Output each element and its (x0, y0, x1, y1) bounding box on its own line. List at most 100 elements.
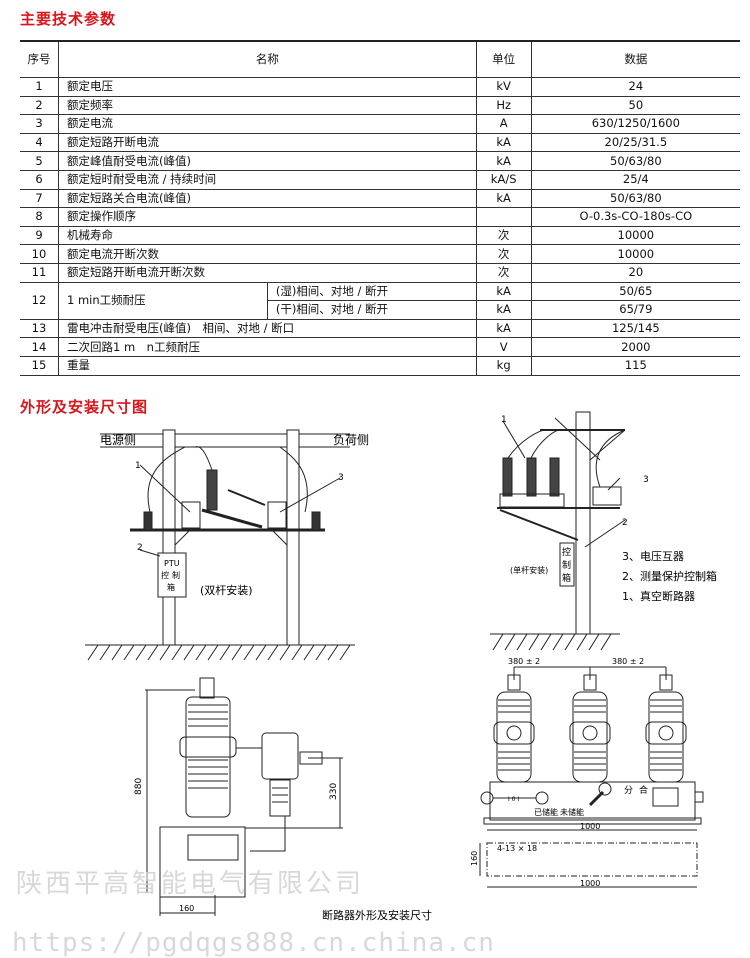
row-value: O-0.3s-CO-180s-CO (531, 207, 740, 227)
watermark-url: https://pgdqgs888.cn.china.cn (12, 928, 495, 958)
row-no: 11 (20, 263, 59, 283)
row-no: 6 (20, 170, 59, 190)
row-unit: kA/S (476, 170, 532, 190)
table-row: (干)相间、对地 / 断开 kA 65/79 (20, 300, 740, 320)
dim-160-label: 160 (179, 904, 194, 913)
watermark-company: 陕西平高智能电气有限公司 (16, 869, 365, 899)
stored-label: 已储能 (534, 807, 558, 817)
row-unit: kA (476, 189, 532, 209)
row-value: 50/63/80 (531, 151, 740, 171)
spacing-label: 380 ± 2 (612, 657, 644, 666)
row-name: 机械寿命 (58, 226, 477, 246)
legend-item: 1、真空断路器 (622, 589, 695, 603)
control-box-label: 控 (562, 546, 571, 558)
row-name: 额定电压 (58, 77, 477, 97)
dim-depth-label: 160 (470, 851, 479, 866)
row-name: 1 min工频耐压 (58, 282, 268, 320)
row-name: 额定操作顺序 (58, 207, 477, 227)
row-value: 25/4 (531, 170, 740, 190)
callout-1: 1 (501, 415, 507, 425)
row-sub-label: (湿)相间、对地 / 断开 (266, 282, 477, 302)
row-unit: 次 (476, 244, 532, 264)
row-unit: kA (476, 151, 532, 171)
row-unit: Hz (476, 96, 532, 116)
row-name: 额定短路关合电流(峰值) (58, 189, 477, 209)
row-name: 额定频率 (58, 96, 477, 116)
row-no: 1 (20, 77, 59, 97)
row-unit (476, 207, 532, 227)
position-indicator: I 0 I (508, 796, 519, 803)
row-no: 4 (20, 133, 59, 153)
col-header-unit: 单位 (476, 40, 532, 78)
row-value: 10000 (531, 244, 740, 264)
row-unit: A (476, 114, 532, 134)
callout-2: 2 (622, 518, 628, 528)
row-name: 额定短路开断电流开断次数 (58, 263, 477, 283)
row-value: 50/65 (531, 282, 740, 302)
legend-item: 2、测量保护控制箱 (622, 569, 717, 583)
row-no: 2 (20, 96, 59, 116)
row-unit: kA (476, 300, 532, 320)
drawing-caption: 断路器外形及安装尺寸 (322, 908, 432, 922)
single-pole-caption: (单杆安装) (510, 565, 548, 575)
front-view-drawing (479, 666, 704, 888)
row-name: 额定峰值耐受电流(峰值) (58, 151, 477, 171)
side-view-drawing (145, 677, 343, 916)
callout-3: 3 (338, 473, 344, 483)
row-value: 2000 (531, 337, 740, 357)
col-header-no: 序号 (20, 40, 59, 78)
control-box-label: 制 (562, 559, 571, 571)
row-unit: 次 (476, 263, 532, 283)
row-value: 65/79 (531, 300, 740, 320)
row-no: 9 (20, 226, 59, 246)
callout-3: 3 (643, 475, 649, 485)
row-value: 24 (531, 77, 740, 97)
row-no: 5 (20, 151, 59, 171)
callout-2: 2 (137, 543, 143, 553)
double-pole-drawing (85, 429, 355, 661)
dim-width-label: 1000 (580, 879, 600, 888)
source-side-label: 电源侧 (100, 433, 136, 447)
double-pole-caption: (双杆安装) (200, 583, 253, 597)
ptu-box-label: 箱 (167, 582, 175, 592)
row-no: 3 (20, 114, 59, 134)
row-name: 二次回路1 m n工频耐压 (58, 337, 477, 357)
row-name: 额定短路开断电流 (58, 133, 477, 153)
row-no: 15 (20, 356, 59, 376)
row-value: 10000 (531, 226, 740, 246)
row-value: 630/1250/1600 (531, 114, 740, 134)
row-name: 雷电冲击耐受电压(峰值) 相间、对地 / 断口 (58, 319, 477, 339)
callout-1: 1 (135, 461, 141, 471)
ptu-box-label: 制 (172, 570, 180, 580)
dim-width-label: 1000 (580, 822, 600, 831)
row-value: 115 (531, 356, 740, 376)
drawings-section-title: 外形及安装尺寸图 (20, 398, 149, 416)
row-name: 额定电流 (58, 114, 477, 134)
row-unit: kA (476, 133, 532, 153)
row-value: 50/63/80 (531, 189, 740, 209)
row-value: 20/25/31.5 (531, 133, 740, 153)
row-no: 12 (20, 282, 59, 320)
unstored-label: 未储能 (560, 807, 584, 817)
dim-height-label: 880 (134, 778, 144, 795)
row-name: 重量 (58, 356, 477, 376)
ptu-box-label: 控 (161, 570, 169, 580)
ptu-box-label: PTU (164, 559, 180, 568)
row-unit: kg (476, 356, 532, 376)
close-label: 合 (639, 784, 648, 796)
row-value: 50 (531, 96, 740, 116)
mounting-holes-label: 4-13 × 18 (497, 844, 537, 853)
